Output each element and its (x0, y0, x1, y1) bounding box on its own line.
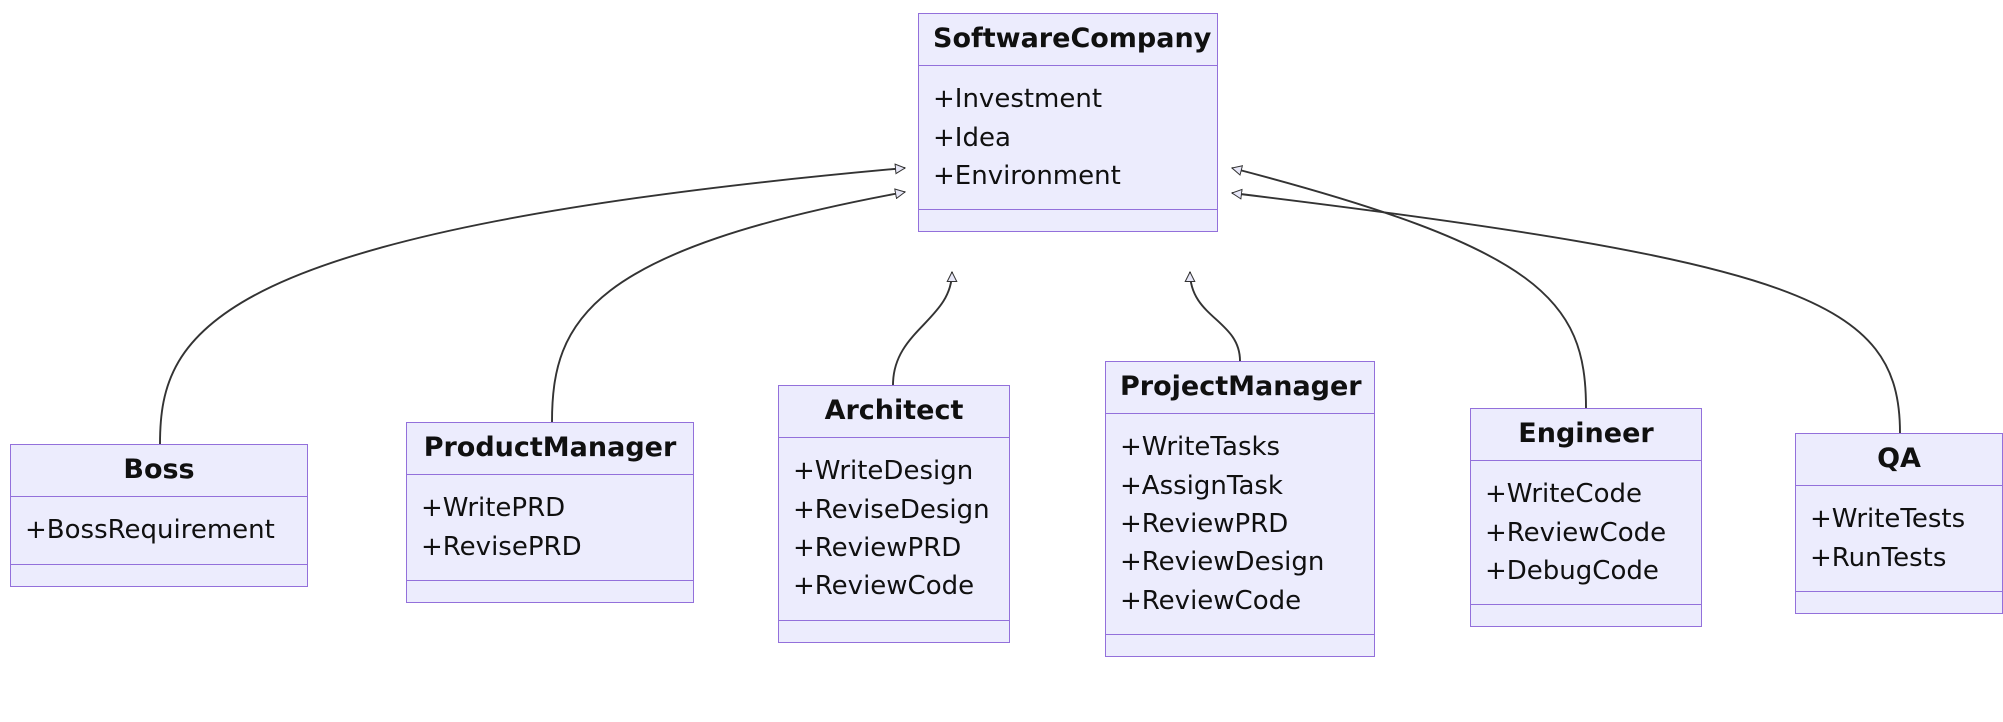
class-attributes-engineer: +WriteCode +ReviewCode +DebugCode (1471, 461, 1701, 604)
class-title-product-manager: ProductManager (423, 432, 677, 463)
class-title-project-manager: ProjectManager (1120, 371, 1362, 402)
attribute-row: +ReviseDesign (793, 494, 990, 525)
class-divider (1796, 590, 2002, 592)
class-divider (919, 209, 1217, 211)
class-divider (1106, 633, 1374, 635)
class-divider (1796, 485, 2002, 487)
attribute-row: +Environment (933, 160, 1121, 191)
attribute-row: +RevisePRD (421, 531, 582, 562)
class-divider (407, 474, 693, 476)
class-box-software-company[interactable]: SoftwareCompany +Investment +Idea +Envir… (918, 13, 1218, 233)
class-attributes-boss: +BossRequirement (11, 497, 307, 563)
class-divider (11, 563, 307, 565)
attribute-row: +AssignTask (1120, 470, 1283, 501)
class-methods-software-company (919, 210, 1217, 231)
class-attributes-architect: +WriteDesign +ReviseDesign +ReviewPRD +R… (779, 438, 1009, 619)
class-divider (779, 619, 1009, 621)
class-title-architect: Architect (824, 395, 964, 426)
edge-architect-to-softwarecompany (892, 272, 952, 386)
class-methods-qa (1796, 592, 2002, 613)
class-divider (407, 579, 693, 581)
attribute-row: +ReviewCode (1120, 585, 1302, 616)
edge-projectmanager-to-softwarecompany (1190, 272, 1241, 362)
attribute-row: +Idea (933, 122, 1011, 153)
attribute-row: +RunTests (1810, 542, 1947, 573)
class-methods-project-manager (1106, 635, 1374, 656)
attribute-row: +BossRequirement (25, 515, 275, 546)
attribute-row: +WriteTasks (1120, 432, 1281, 463)
attribute-row: +WriteDesign (793, 456, 974, 487)
class-divider (1471, 460, 1701, 462)
attribute-row: +WriteCode (1485, 479, 1642, 510)
class-attributes-qa: +WriteTests +RunTests (1796, 486, 2002, 591)
attribute-row: +DebugCode (1485, 555, 1659, 586)
class-attributes-project-manager: +WriteTasks +AssignTask +ReviewPRD +Revi… (1106, 414, 1374, 634)
class-title-boss: Boss (123, 454, 195, 485)
attribute-row: +Investment (933, 84, 1103, 115)
class-methods-architect (779, 621, 1009, 642)
attribute-row: +WriteTests (1810, 504, 1966, 535)
class-divider (1471, 604, 1701, 606)
class-box-product-manager[interactable]: ProductManager +WritePRD +RevisePRD (406, 422, 694, 603)
class-divider (919, 65, 1217, 67)
class-attributes-product-manager: +WritePRD +RevisePRD (407, 475, 693, 580)
class-title-qa: QA (1877, 443, 1921, 474)
attribute-row: +ReviewDesign (1120, 547, 1325, 578)
class-box-engineer[interactable]: Engineer +WriteCode +ReviewCode +DebugCo… (1470, 408, 1702, 628)
class-methods-product-manager (407, 581, 693, 602)
class-box-qa[interactable]: QA +WriteTests +RunTests (1795, 433, 2003, 614)
attribute-row: +ReviewPRD (793, 532, 962, 563)
attribute-row: +ReviewCode (1485, 517, 1667, 548)
class-attributes-software-company: +Investment +Idea +Environment (919, 66, 1217, 209)
class-box-architect[interactable]: Architect +WriteDesign +ReviseDesign +Re… (778, 385, 1010, 643)
class-box-project-manager[interactable]: ProjectManager +WriteTasks +AssignTask +… (1105, 361, 1375, 657)
class-title-software-company: SoftwareCompany (933, 23, 1212, 54)
class-methods-boss (11, 565, 307, 586)
attribute-row: +ReviewPRD (1120, 508, 1289, 539)
class-box-boss[interactable]: Boss +BossRequirement (10, 444, 308, 587)
class-divider (11, 496, 307, 498)
attribute-row: +WritePRD (421, 493, 566, 524)
class-methods-engineer (1471, 605, 1701, 626)
class-title-engineer: Engineer (1518, 418, 1654, 449)
attribute-row: +ReviewCode (793, 571, 975, 602)
